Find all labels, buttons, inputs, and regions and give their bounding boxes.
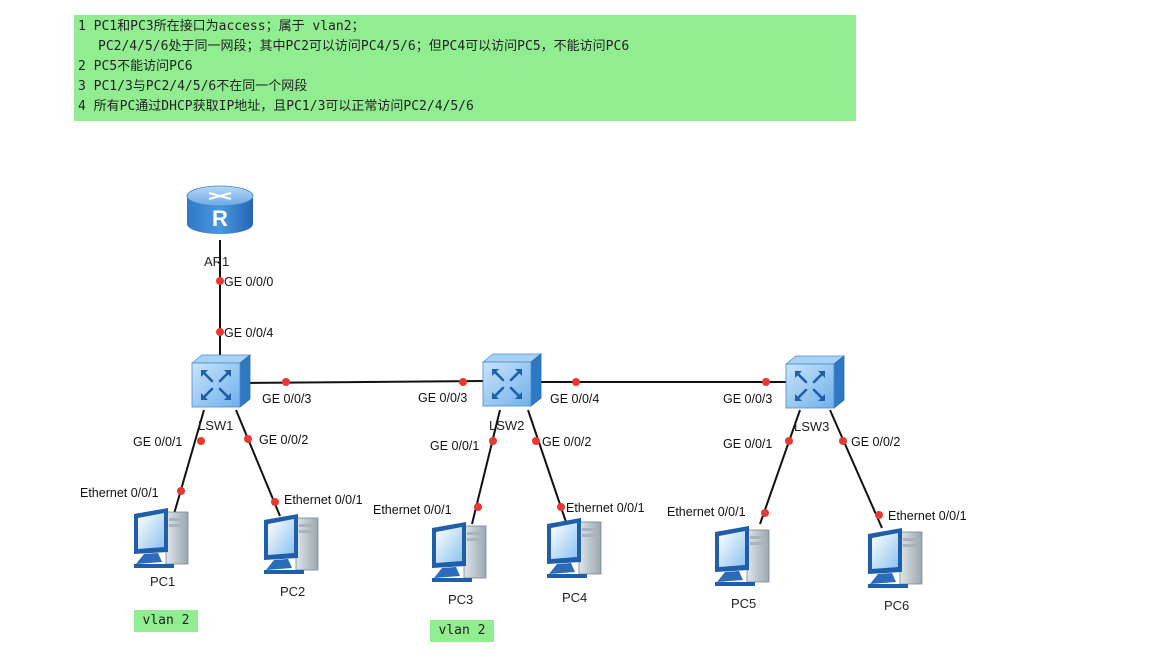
port-dot-pc4-eth [557,503,565,511]
pc3-label: PC3 [448,592,473,607]
port-dot-sw2-ge002 [532,437,540,445]
pc6-label: PC6 [884,598,909,613]
link-sw1-sw2 [245,380,485,384]
port-label-sw1-ge004: GE 0/0/4 [224,326,273,340]
pc3[interactable] [431,521,487,583]
note-line-3: 3 PC1/3与PC2/4/5/6不在同一个网段 [78,79,308,94]
port-dot-sw3-ge003 [762,378,770,386]
port-label-pc1-eth: Ethernet 0/0/1 [80,486,159,500]
port-label-sw3-ge003: GE 0/0/3 [723,392,772,406]
port-label-sw3-ge002: GE 0/0/2 [851,435,900,449]
switch-lsw1-label: LSW1 [198,418,233,433]
router-ar1-label: AR1 [204,254,229,269]
link-sw3-pc6 [829,409,883,529]
port-dot-ar1-ge000 [216,277,224,285]
pc1-label: PC1 [150,574,175,589]
note-line-1: 1 PC1和PC3所在接口为access；属于 vlan2； [78,19,365,34]
port-dot-sw1-ge001 [197,437,205,445]
port-dot-pc5-eth [761,509,769,517]
port-dot-sw2-ge003 [459,378,467,386]
note-line-2: 2 PC5不能访问PC6 [78,59,193,74]
link-sw1-pc2 [235,409,281,517]
switch-lsw1[interactable] [190,353,252,409]
requirements-note: 1 PC1和PC3所在接口为access；属于 vlan2； PC2/4/5/6… [74,15,856,121]
link-sw3-pc5 [759,409,801,525]
pc4[interactable] [546,517,602,579]
note-line-4: 4 所有PC通过DHCP获取IP地址，且PC1/3可以正常访问PC2/4/5/6 [78,99,474,114]
port-label-sw1-ge001: GE 0/0/1 [133,435,182,449]
port-dot-pc3-eth [474,503,482,511]
port-label-sw2-ge004: GE 0/0/4 [550,392,599,406]
router-glyph-text: R [212,206,228,231]
port-dot-sw1-ge004 [216,328,224,336]
link-sw1-pc1 [173,409,205,515]
pc5-label: PC5 [731,596,756,611]
note-line-1b: PC2/4/5/6处于同一网段；其中PC2可以访问PC4/5/6；但PC4可以访… [98,39,630,54]
port-label-sw2-ge001: GE 0/0/1 [430,439,479,453]
port-label-pc2-eth: Ethernet 0/0/1 [284,493,363,507]
port-dot-sw1-ge002 [244,435,252,443]
port-label-sw1-ge002: GE 0/0/2 [259,433,308,447]
port-dot-sw1-ge003 [282,378,290,386]
router-ar1[interactable]: R [186,185,254,234]
port-dot-sw3-ge001 [785,437,793,445]
switch-lsw2[interactable] [481,352,543,408]
port-dot-pc1-eth [177,487,185,495]
pc1[interactable] [133,507,189,569]
vlan-tag-pc1: vlan 2 [134,610,198,632]
port-dot-sw2-ge001 [489,437,497,445]
port-dot-sw3-ge002 [839,437,847,445]
port-label-ar1-ge000: GE 0/0/0 [224,275,273,289]
pc2-label: PC2 [280,584,305,599]
port-dot-pc6-eth [875,511,883,519]
port-markers [177,277,883,519]
port-label-pc5-eth: Ethernet 0/0/1 [667,505,746,519]
port-dot-sw2-ge004 [572,378,580,386]
pc6[interactable] [867,527,923,589]
pc2[interactable] [263,513,319,575]
port-label-sw2-ge002: GE 0/0/2 [542,435,591,449]
port-label-pc4-eth: Ethernet 0/0/1 [566,501,645,515]
pc4-label: PC4 [562,590,587,605]
switch-lsw2-label: LSW2 [489,418,524,433]
switch-lsw3-label: LSW3 [794,419,829,434]
port-label-sw2-ge003: GE 0/0/3 [418,391,467,405]
switch-lsw3[interactable] [784,354,846,410]
pc5[interactable] [714,525,770,587]
port-label-sw1-ge003: GE 0/0/3 [262,392,311,406]
port-label-pc3-eth: Ethernet 0/0/1 [373,503,452,517]
port-dot-pc2-eth [271,498,279,506]
port-label-sw3-ge001: GE 0/0/1 [723,437,772,451]
vlan-tag-pc3: vlan 2 [430,620,494,642]
port-label-pc6-eth: Ethernet 0/0/1 [888,509,967,523]
